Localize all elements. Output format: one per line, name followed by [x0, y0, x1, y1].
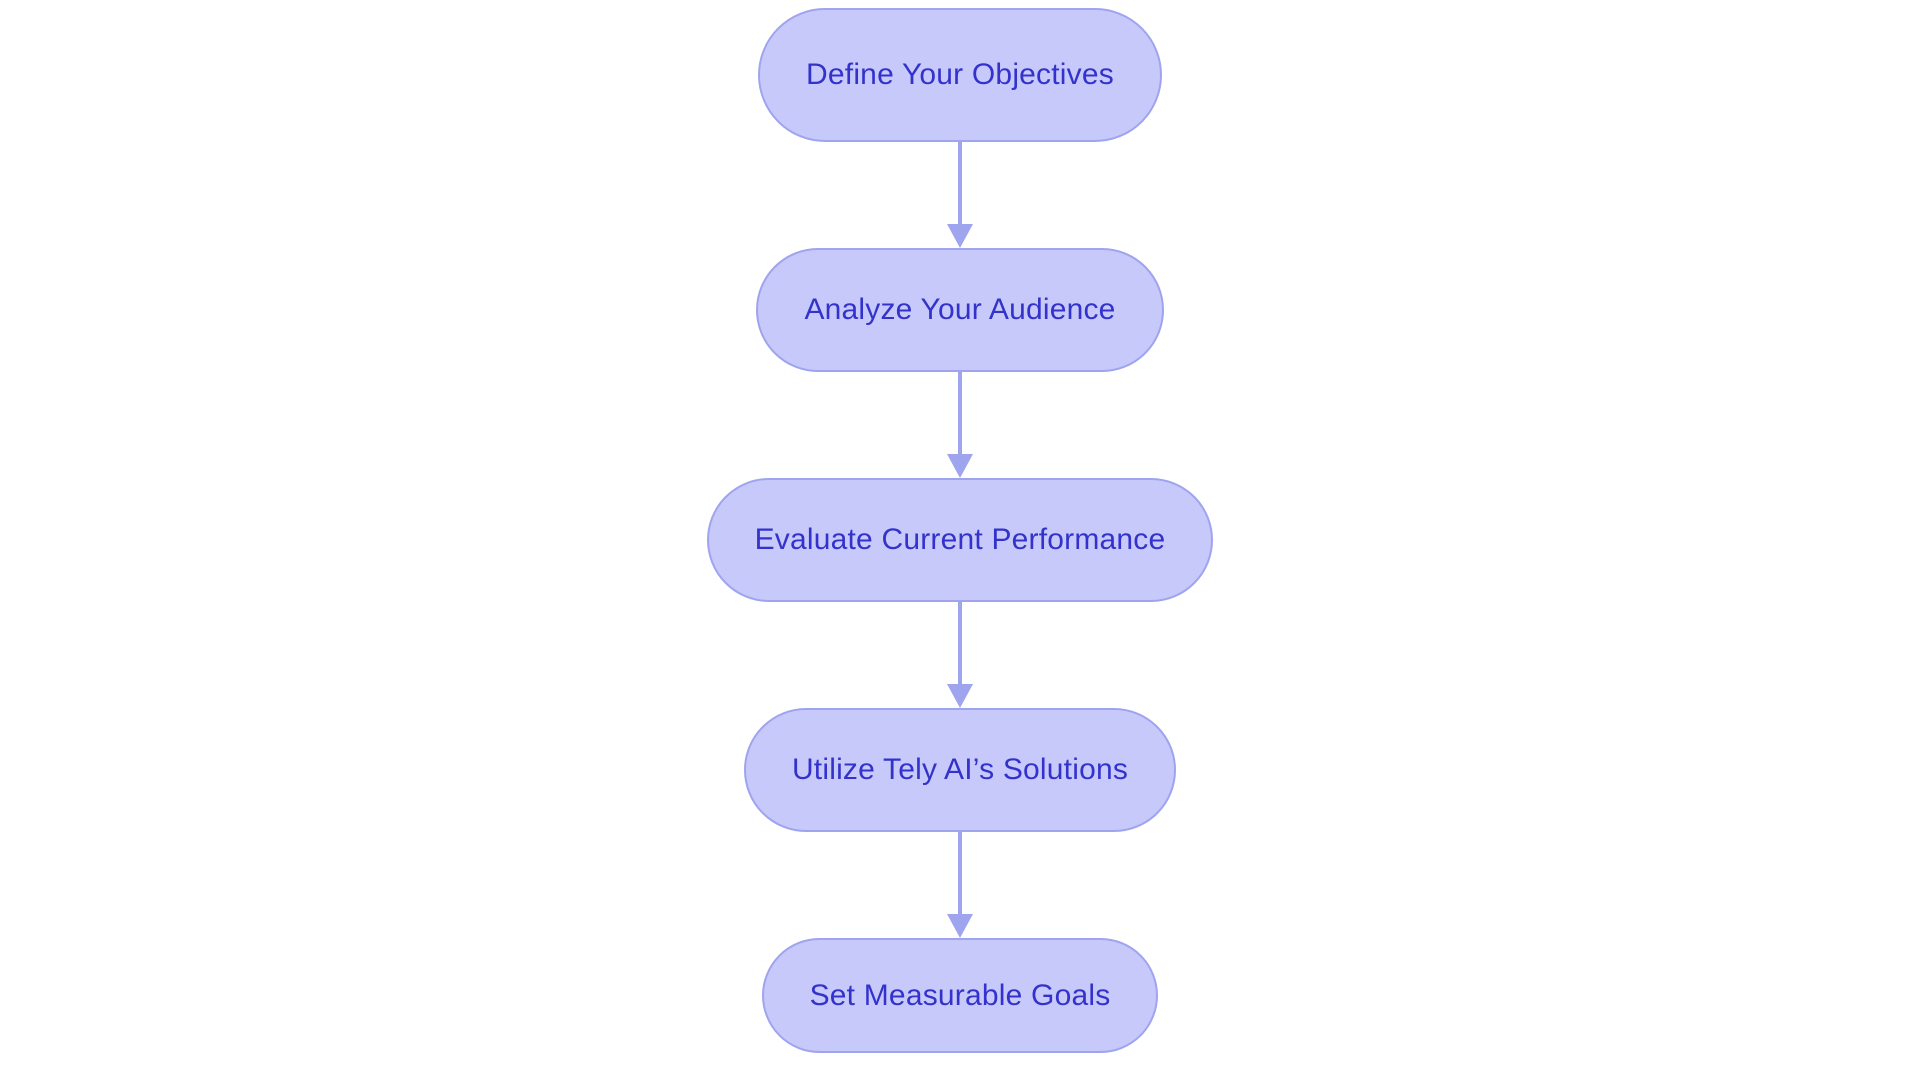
- flowchart-node-step-4[interactable]: Utilize Tely AI’s Solutions: [743, 708, 1177, 832]
- flowchart-node-step-3[interactable]: Evaluate Current Performance: [706, 478, 1214, 602]
- flowchart-node-label: Define Your Objectives: [806, 58, 1114, 91]
- flowchart-node-label: Utilize Tely AI’s Solutions: [791, 753, 1129, 786]
- arrow-line-icon: [958, 142, 962, 226]
- arrow-head-icon: [947, 454, 973, 478]
- arrow-line-icon: [958, 602, 962, 686]
- arrow-line-icon: [958, 372, 962, 456]
- flowchart-node-step-5[interactable]: Set Measurable Goals: [761, 938, 1159, 1053]
- flowchart-node-label: Analyze Your Audience: [804, 293, 1116, 326]
- flowchart-arrow-step-1-to-step-2: [945, 142, 975, 248]
- flowchart-node-label: Evaluate Current Performance: [754, 523, 1166, 556]
- arrow-line-icon: [958, 832, 962, 916]
- flowchart-node-step-2[interactable]: Analyze Your Audience: [756, 248, 1164, 372]
- flowchart-arrow-step-3-to-step-4: [945, 602, 975, 708]
- arrow-head-icon: [947, 684, 973, 708]
- flowchart-arrow-step-4-to-step-5: [945, 832, 975, 938]
- arrow-head-icon: [947, 224, 973, 248]
- flowchart-arrow-step-2-to-step-3: [945, 372, 975, 478]
- flowchart-node-label: Set Measurable Goals: [809, 978, 1111, 1012]
- arrow-head-icon: [947, 914, 973, 938]
- flowchart-node-step-1[interactable]: Define Your Objectives: [758, 8, 1162, 142]
